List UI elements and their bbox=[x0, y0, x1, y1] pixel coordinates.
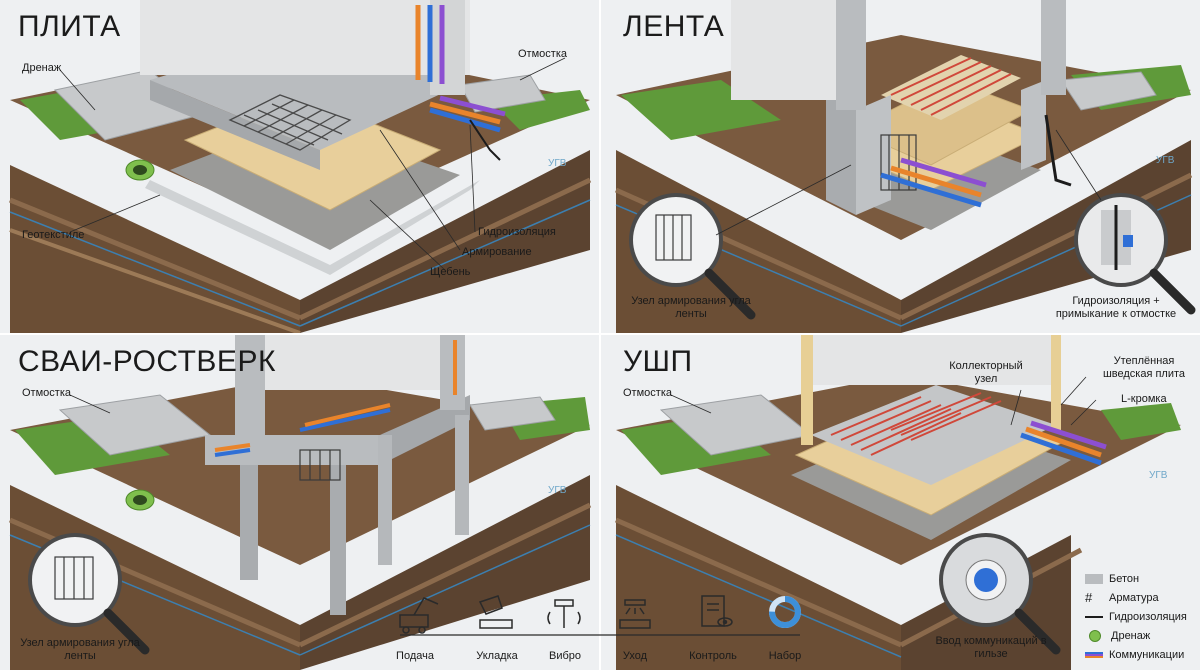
plita-title: ПЛИТА bbox=[18, 10, 121, 44]
ushp-label-swedish-slab: Утеплённая шведская плита bbox=[1089, 355, 1199, 381]
checklist-eye-icon bbox=[702, 596, 732, 626]
plita-label-gravel: Щебень bbox=[430, 266, 470, 279]
lenta-label-corner-node: Узел армирования угла ленты bbox=[626, 295, 756, 321]
svai-pile bbox=[240, 465, 258, 580]
step-label-2: Укладка bbox=[462, 650, 532, 662]
step-label-1: Подача bbox=[380, 650, 450, 662]
lenta-label-groundwater: УГВ bbox=[1156, 155, 1174, 166]
step-label-4: Уход bbox=[600, 650, 670, 662]
plita-label-reinforcement: Армирование bbox=[462, 246, 532, 259]
svai-label-corner-node: Узел армирования угла ленты bbox=[15, 637, 145, 663]
legend-item-concrete: Бетон bbox=[1085, 573, 1139, 585]
bucket-pour-icon bbox=[480, 596, 512, 628]
svai-label-groundwater: УГВ bbox=[548, 485, 566, 496]
concrete-swatch bbox=[1085, 574, 1103, 584]
legend-item-rebar: #Арматура bbox=[1085, 592, 1159, 604]
svai-grillage bbox=[205, 435, 380, 465]
plita-illustration bbox=[0, 0, 599, 333]
ushp-label-manifold: Коллекторный узел bbox=[941, 360, 1031, 386]
lenta-illustration bbox=[601, 0, 1200, 333]
progress-ring-icon bbox=[772, 599, 798, 625]
plita-label-waterproofing: Гидроизоляция bbox=[478, 226, 556, 239]
sprinkler-icon bbox=[620, 600, 650, 628]
svai-label-blind-area: Отмостка bbox=[22, 387, 71, 400]
rebar-grid-icon: # bbox=[1085, 592, 1103, 604]
panel-lenta: ЛЕНТА Узел армирования угла ленты Гидрои… bbox=[601, 0, 1200, 333]
ushp-label-utility-entry: Ввод коммуникаций в гильзе bbox=[921, 635, 1061, 661]
plita-label-geotextile: Геотекстиле bbox=[22, 229, 84, 242]
step-label-3: Вибро bbox=[530, 650, 600, 662]
plita-label-drainage: Дренаж bbox=[22, 62, 61, 75]
lenta-label-waterproofing-junction: Гидроизоляция + примыкание к отмостке bbox=[1041, 295, 1191, 321]
waterproofing-line bbox=[1085, 616, 1103, 618]
step-label-5: Контроль bbox=[678, 650, 748, 662]
panel-plita: ПЛИТА Дренаж Отмостка Геотекстиле Гидрои… bbox=[0, 0, 599, 333]
svai-title: СВАИ-РОСТВЕРК bbox=[18, 345, 276, 379]
vibrator-icon bbox=[548, 600, 580, 628]
plita-label-blind-area: Отмостка bbox=[518, 48, 567, 61]
legend-item-utilities: Коммуникации bbox=[1085, 649, 1184, 661]
step-label-6: Набор bbox=[750, 650, 820, 662]
concrete-pump-truck-icon bbox=[400, 598, 438, 633]
lenta-title: ЛЕНТА bbox=[623, 10, 724, 44]
ushp-label-blind-area: Отмостка bbox=[623, 387, 672, 400]
legend-item-waterproofing: Гидроизоляция bbox=[1085, 611, 1187, 623]
drainage-pipe-icon bbox=[1089, 630, 1101, 642]
ushp-title: УШП bbox=[623, 345, 693, 379]
plita-label-groundwater: УГВ bbox=[548, 158, 566, 169]
lenta-strip-foundation bbox=[826, 95, 856, 215]
legend-item-drainage: Дренаж bbox=[1085, 630, 1150, 642]
process-bar: Подача Укладка Вибро Уход Контроль Набор bbox=[380, 590, 820, 670]
utility-lines-icon bbox=[1085, 652, 1103, 658]
ushp-label-groundwater: УГВ bbox=[1149, 470, 1167, 481]
ushp-label-l-edge: L-кромка bbox=[1121, 393, 1167, 406]
